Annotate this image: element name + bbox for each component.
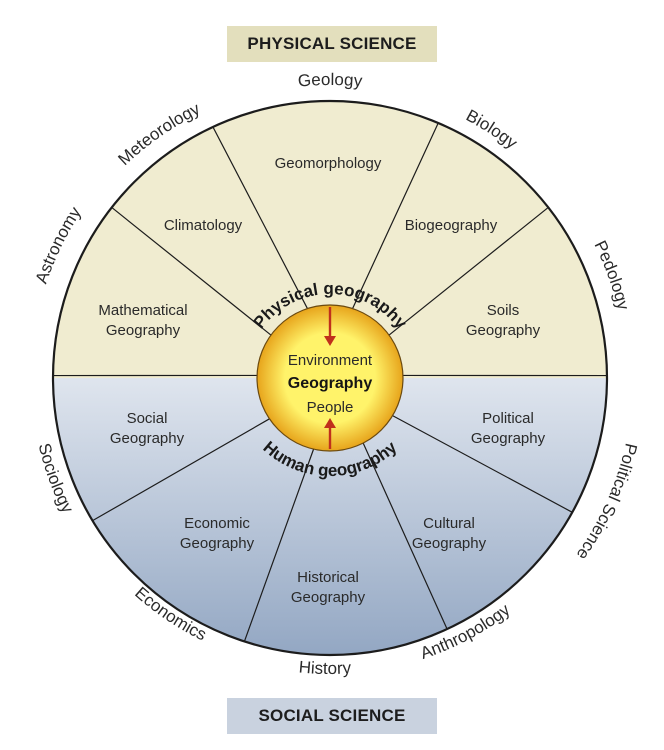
outer-discipline-label: Geology bbox=[297, 70, 364, 91]
physical-segment-label: Climatology bbox=[164, 217, 243, 234]
outer-discipline-label: History bbox=[298, 657, 352, 678]
core-environment-text: Environment bbox=[288, 352, 373, 369]
physical-science-banner: PHYSICAL SCIENCE bbox=[227, 26, 437, 62]
core-geography-text: Geography bbox=[288, 375, 373, 392]
physical-segment-label: Biogeography bbox=[405, 217, 498, 234]
physical-segment-label: Geomorphology bbox=[275, 155, 382, 172]
core-people-text: People bbox=[307, 399, 354, 416]
social-science-banner: SOCIAL SCIENCE bbox=[227, 698, 437, 734]
